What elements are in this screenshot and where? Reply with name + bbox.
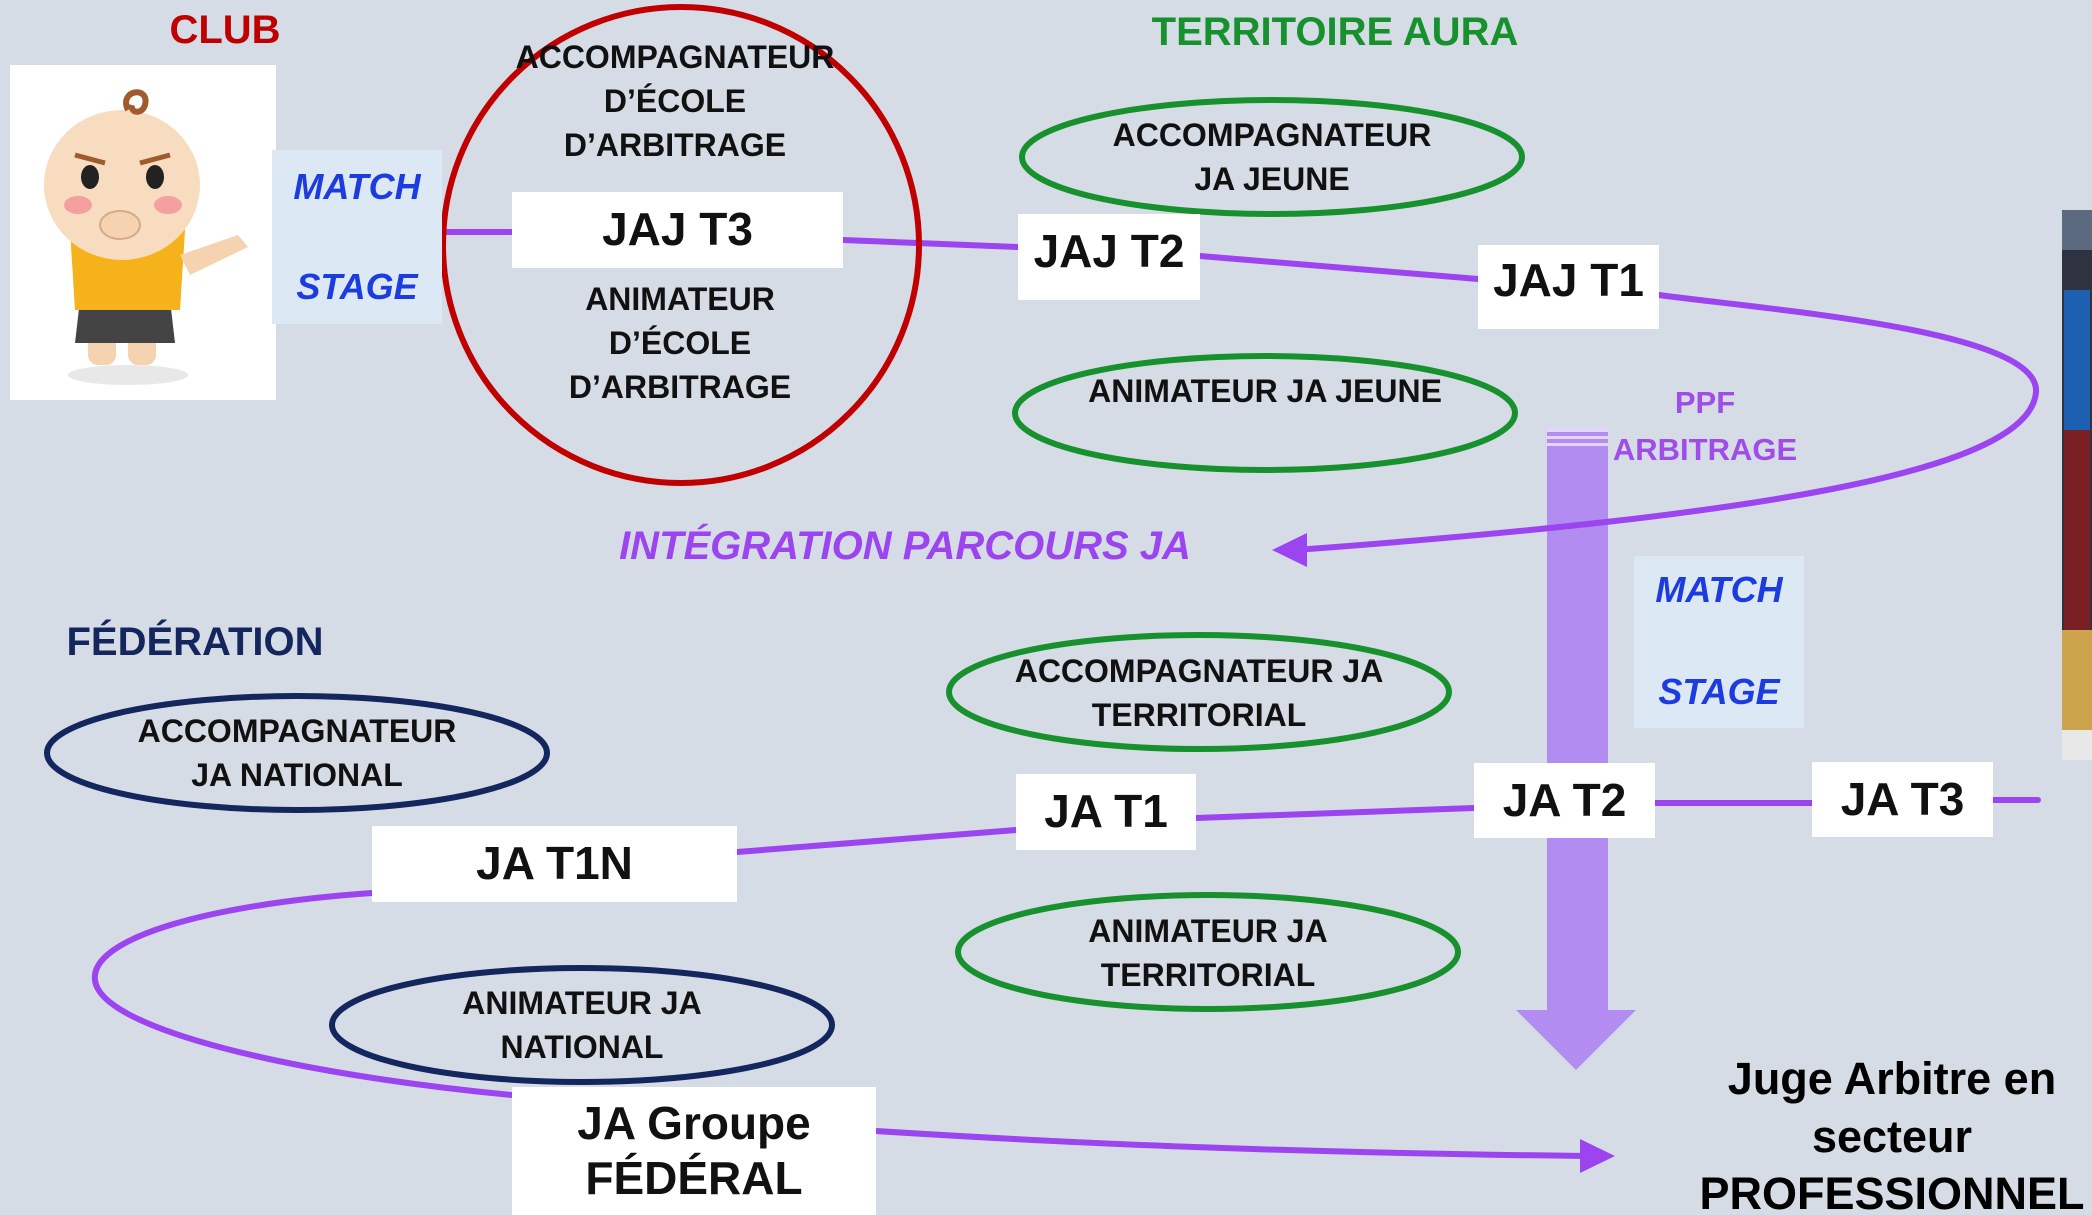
ellipse-acc-ja-national <box>44 693 550 813</box>
path-bottom <box>91 797 2041 1098</box>
box-ja-t1n: JA T1N <box>372 826 737 902</box>
club-accompagnateur-text: ACCOMPAGNATEUR D’ÉCOLE D’ARBITRAGE <box>515 39 835 164</box>
territoire-stage-label: STAGE <box>1658 671 1780 712</box>
outcome-text: Juge Arbitre en secteur PROFESSIONNEL <box>1699 1053 2085 1215</box>
integration-arrowhead <box>1272 533 1307 567</box>
ellipse-acc-ja-territorial <box>946 632 1452 752</box>
club-match-label: MATCH <box>293 166 421 207</box>
box-ja-t1: JA T1 <box>1016 774 1196 850</box>
club-stage-label: STAGE <box>296 266 418 307</box>
integration-parcours-label: INTÉGRATION PARCOURS JA <box>619 524 1191 568</box>
text-anim-ja-jeune: ANIMATEUR JA JEUNE <box>1088 373 1442 409</box>
header-territoire: TERRITOIRE AURA <box>1151 10 1519 54</box>
header-club: CLUB <box>169 8 281 52</box>
club-animateur-text: ANIMATEUR D’ÉCOLE D’ARBITRAGE <box>568 281 792 406</box>
ellipse-anim-ja-national <box>329 965 835 1085</box>
path-to-pro <box>875 1128 1586 1159</box>
pro-arrowhead <box>1580 1139 1615 1173</box>
ellipse-anim-ja-territorial <box>955 892 1461 1012</box>
territoire-match-stage-panel <box>1634 556 1804 728</box>
text-anim-ja-national: ANIMATEUR JA NATIONAL <box>462 985 702 1066</box>
text-acc-ja-jeune: ACCOMPAGNATEUR JA JEUNE <box>1112 117 1432 198</box>
box-jaj-t2: JAJ T2 <box>1018 214 1200 300</box>
box-ja-t3: JA T3 <box>1812 762 1993 837</box>
territoire-match-label: MATCH <box>1655 569 1783 610</box>
referee-photo-icon <box>2062 210 2092 760</box>
box-ja-t2: JA T2 <box>1474 763 1655 838</box>
child-illustration <box>10 65 276 400</box>
ellipse-anim-ja-jeune <box>1012 353 1518 473</box>
ellipse-acc-ja-jeune <box>1019 97 1525 217</box>
club-circle <box>440 4 922 486</box>
referee-photo <box>2062 210 2092 760</box>
box-jaj-t1: JAJ T1 <box>1478 245 1659 329</box>
ppf-arbitrage-label: PPF ARBITRAGE <box>1612 385 1798 467</box>
box-ja-groupe-federal: JA Groupe FÉDÉRAL <box>512 1087 876 1215</box>
header-federation: FÉDÉRATION <box>66 620 324 664</box>
child-referee-icon <box>44 89 248 385</box>
club-match-stage-panel <box>272 150 442 324</box>
text-acc-ja-national: ACCOMPAGNATEUR JA NATIONAL <box>137 713 457 794</box>
text-acc-ja-territorial: ACCOMPAGNATEUR JA TERRITORIAL <box>1014 653 1384 734</box>
text-anim-ja-territorial: ANIMATEUR JA TERRITORIAL <box>1088 913 1328 994</box>
box-jaj-t3: JAJ T3 <box>512 192 843 268</box>
